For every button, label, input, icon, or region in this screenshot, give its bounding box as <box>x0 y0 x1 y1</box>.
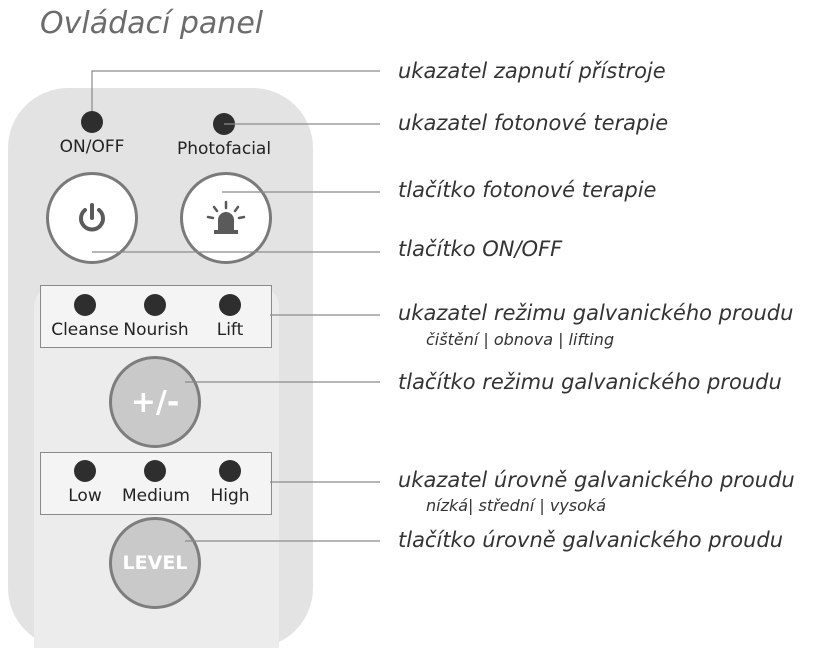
callout-level-indicator: ukazatel úrovně galvanického proudu <box>398 468 795 492</box>
power-indicator-label: ON/OFF <box>59 137 125 157</box>
callout-mode-button: tlačítko režimu galvanického proudu <box>398 370 782 394</box>
cleanse-led <box>74 294 96 316</box>
high-label: High <box>210 486 250 506</box>
nourish-label: Nourish <box>123 320 189 340</box>
callout-onoff-button: tlačítko ON/OFF <box>398 237 563 261</box>
nourish-led <box>144 294 166 316</box>
callout-mode-indicator-sub: čištění | obnova | lifting <box>426 330 615 349</box>
low-led <box>74 460 96 482</box>
photon-therapy-button[interactable] <box>180 172 272 264</box>
high-led <box>219 460 241 482</box>
medium-label: Medium <box>122 486 190 506</box>
lift-led <box>219 294 241 316</box>
level-button[interactable]: LEVEL <box>109 517 201 609</box>
photon-indicator-label: Photofacial <box>176 139 272 159</box>
alarm-light-icon <box>206 200 246 234</box>
power-icon <box>79 203 105 232</box>
callout-level-indicator-sub: nízká| střední | vysoká <box>426 496 606 515</box>
callout-mode-indicator: ukazatel režimu galvanického proudu <box>398 301 794 325</box>
leader-power-indicator <box>91 70 380 111</box>
cleanse-label: Cleanse <box>51 320 119 340</box>
diagram-title: Ovládací panel <box>40 6 264 41</box>
callout-photon-button: tlačítko fotonové terapie <box>398 178 657 202</box>
callout-level-button: tlačítko úrovně galvanického proudu <box>398 528 784 552</box>
mode-button-label: +/- <box>130 384 180 420</box>
power-indicator-led <box>81 111 103 133</box>
power-button[interactable] <box>46 172 138 264</box>
lift-label: Lift <box>216 320 244 340</box>
mode-button[interactable]: +/- <box>109 356 201 448</box>
low-label: Low <box>68 486 102 506</box>
callout-photon-indicator: ukazatel fotonové terapie <box>398 111 669 135</box>
level-button-label: LEVEL <box>122 552 188 574</box>
callout-power-indicator: ukazatel zapnutí přístroje <box>398 59 666 83</box>
medium-led <box>144 460 166 482</box>
